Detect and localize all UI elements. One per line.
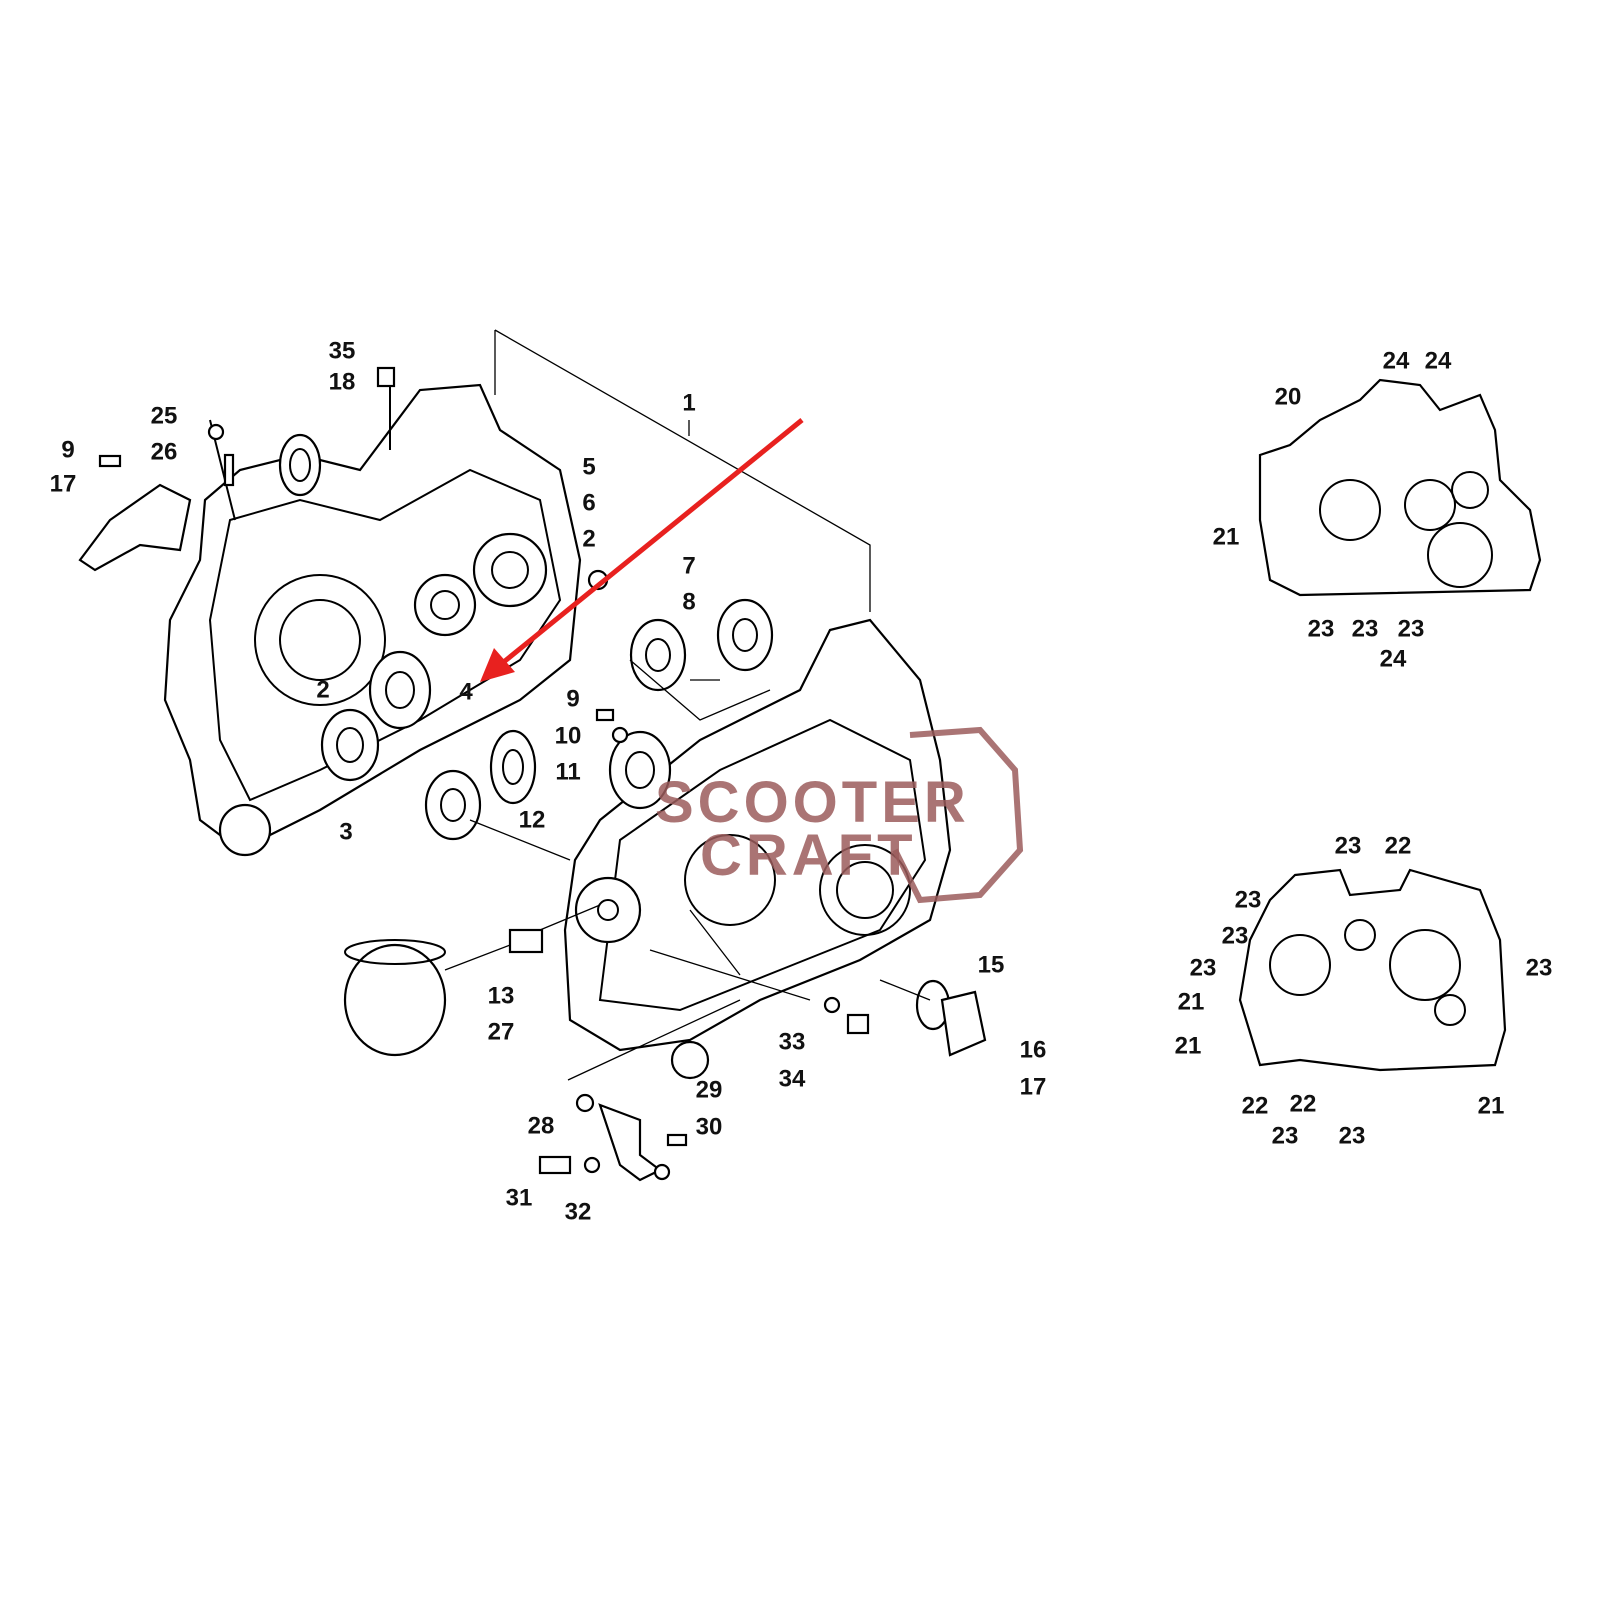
callout-29: 29 — [696, 1076, 723, 1103]
callout-15: 15 — [978, 951, 1005, 978]
inset-top-labels: 24 24 20 21 23 23 23 24 — [1213, 347, 1452, 672]
callout-21: 21 — [1178, 988, 1205, 1015]
callout-35: 35 — [329, 337, 356, 364]
callout-20: 20 — [1275, 383, 1302, 410]
callout-6: 6 — [582, 489, 595, 516]
callout-23: 23 — [1335, 832, 1362, 859]
callout-12: 12 — [519, 806, 546, 833]
right-crankcase-half — [563, 618, 952, 1080]
callout-31: 31 — [506, 1184, 533, 1211]
callout-22: 22 — [1242, 1092, 1269, 1119]
callout-24: 24 — [1380, 645, 1407, 672]
callout-34: 34 — [779, 1065, 806, 1092]
watermark-text-2: CRAFT — [700, 823, 917, 888]
callout-13: 13 — [488, 982, 515, 1009]
callout-23: 23 — [1398, 615, 1425, 642]
highlight-arrow — [480, 418, 804, 682]
callout-23: 23 — [1190, 954, 1217, 981]
callout-5: 5 — [582, 453, 595, 480]
callout-3: 3 — [339, 818, 352, 845]
callout-33: 33 — [779, 1028, 806, 1055]
callout-10: 10 — [555, 722, 582, 749]
callout-18: 18 — [329, 368, 356, 395]
callout-21: 21 — [1175, 1032, 1202, 1059]
callout-labels: 35 18 25 26 9 17 5 6 2 1 7 8 2 4 9 10 11… — [50, 337, 1047, 1225]
watermark-text-1: SCOOTER — [655, 770, 970, 835]
callout-28: 28 — [528, 1112, 555, 1139]
callout-22: 22 — [1290, 1090, 1317, 1117]
callout-23: 23 — [1308, 615, 1335, 642]
callout-1: 1 — [682, 389, 695, 416]
inset-top-case-view — [1258, 378, 1542, 597]
callout-21: 21 — [1213, 523, 1240, 550]
callout-27: 27 — [488, 1018, 515, 1045]
callout-7: 7 — [682, 552, 695, 579]
callout-9: 9 — [61, 436, 74, 463]
callout-16: 16 — [1020, 1036, 1047, 1063]
callout-17: 17 — [1020, 1073, 1047, 1100]
callout-9: 9 — [566, 685, 579, 712]
callout-23: 23 — [1235, 886, 1262, 913]
callout-2: 2 — [582, 525, 595, 552]
callout-4: 4 — [459, 678, 473, 705]
callout-23: 23 — [1272, 1122, 1299, 1149]
callout-32: 32 — [565, 1198, 592, 1225]
callout-30: 30 — [696, 1113, 723, 1140]
callout-8: 8 — [682, 588, 695, 615]
callout-23: 23 — [1222, 922, 1249, 949]
callout-23: 23 — [1352, 615, 1379, 642]
small-parts — [78, 366, 987, 1182]
inset-bottom-labels: 23 22 23 23 23 23 21 21 22 22 21 23 23 — [1175, 832, 1553, 1149]
assembly-bracket — [494, 329, 871, 612]
callout-24: 24 — [1425, 347, 1452, 374]
callout-21: 21 — [1478, 1092, 1505, 1119]
callout-2: 2 — [316, 676, 329, 703]
callout-25: 25 — [151, 402, 178, 429]
callout-23: 23 — [1526, 954, 1553, 981]
watermark: SCOOTER CRAFT — [655, 726, 1024, 904]
callout-17: 17 — [50, 470, 77, 497]
callout-22: 22 — [1385, 832, 1412, 859]
callout-23: 23 — [1339, 1122, 1366, 1149]
left-crankcase-half — [163, 380, 582, 857]
callout-26: 26 — [151, 438, 178, 465]
callout-11: 11 — [555, 758, 580, 785]
inset-bottom-case-view — [1238, 868, 1507, 1072]
callout-24: 24 — [1383, 347, 1410, 374]
